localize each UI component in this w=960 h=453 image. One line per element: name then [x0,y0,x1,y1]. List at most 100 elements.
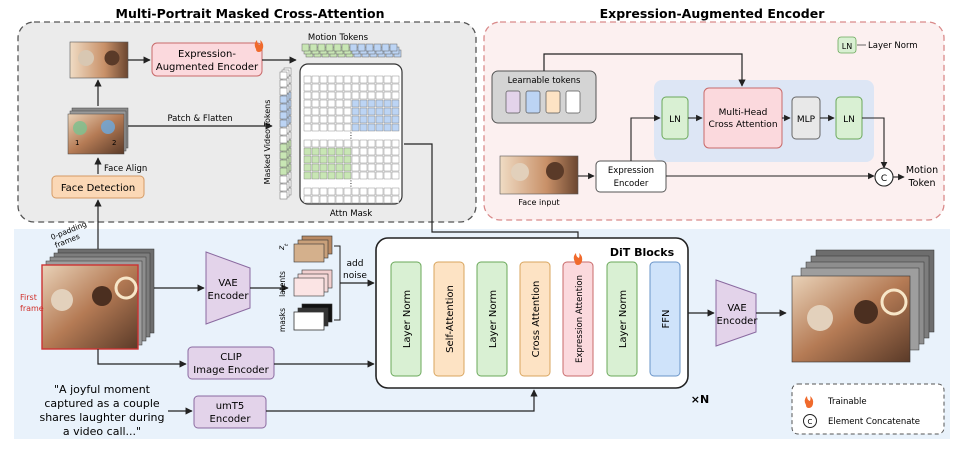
ln-legend-box: LN [842,42,852,51]
attn-cell [335,83,344,92]
attn-cell [343,171,352,180]
learnable-tokens-label: Learnable tokens [508,76,581,86]
attn-cell [351,187,360,196]
attn-cell [351,115,360,124]
trainable-flame-icon [254,40,264,52]
attn-cell [311,99,320,108]
attn-cell [375,147,384,156]
attn-cell [303,187,312,196]
dit-block-label-5: Layer Norm [618,290,629,348]
attn-cell [335,107,344,116]
attn-cell [375,155,384,164]
attn-cell [303,91,312,100]
attn-cell [319,139,328,148]
attn-cell [311,171,320,180]
attn-cell [375,139,384,148]
attn-cell [351,163,360,172]
dit-block-label-3: Cross Attention [531,281,542,358]
attn-cell [391,139,400,148]
attn-cell [375,195,384,204]
latents-stack [293,269,333,297]
attn-cell [319,83,328,92]
attn-cell [303,195,312,204]
mpmca-title: Multi-Portrait Masked Cross-Attention [116,6,385,21]
patch-flatten-label: Patch & Flatten [167,114,232,124]
zt-stack [293,235,333,263]
attn-cell [351,91,360,100]
video-token-cell [279,95,288,104]
attn-cell [303,155,312,164]
concat-node: C [874,167,894,187]
motion-token-cell [381,43,390,52]
attn-cell [367,123,376,132]
eae-box-line2: Augmented Encoder [156,62,259,73]
attn-cell [303,107,312,116]
attn-mask-label: Attn Mask [330,209,372,219]
attn-cell [391,99,400,108]
attn-cell [335,187,344,196]
attn-cell [327,83,336,92]
clip-line2: Image Encoder [193,365,269,376]
arrow-learnable-to-mhca [543,53,746,87]
zt-label: z [277,245,286,251]
masked-video-tokens-label: Masked Video Tokens [263,100,272,185]
attn-cell [383,107,392,116]
attn-cell [391,83,400,92]
attn-cell [311,115,320,124]
dit-block-3 [519,261,551,377]
attn-cell [311,155,320,164]
attn-cell [351,83,360,92]
attn-cell [391,75,400,84]
attn-cell [335,75,344,84]
motion-token-cell [349,43,358,52]
attn-cell [351,147,360,156]
mhca-box: Multi-Head Cross Attention [703,87,783,149]
clip-line1: CLIP [220,352,242,363]
text-prompt: "A joyful moment captured as a couple sh… [39,383,164,438]
attn-cell [303,123,312,132]
attn-cell [343,115,352,124]
attn-cell [343,91,352,100]
attn-cell [319,107,328,116]
video-token-cell [279,175,288,184]
attn-cell [335,147,344,156]
dit-block-label-6: FFN [661,310,672,329]
attn-cell [327,195,336,204]
attn-cell [367,107,376,116]
attn-cell [391,195,400,204]
attn-cell [375,83,384,92]
concat-symbol: C [881,174,887,184]
mhca-line1: Multi-Head [719,108,768,118]
attn-cell [343,147,352,156]
attn-cell [367,155,376,164]
attn-cell [359,115,368,124]
legend-trainable: Trainable [827,397,867,407]
attn-cell [319,155,328,164]
attn-cell [327,123,336,132]
mlp-box: MLP [791,96,821,140]
expression-encoder-line1: Expression [608,166,654,176]
attn-cell [375,187,384,196]
prompt-line1: "A joyful moment [54,383,151,396]
masks-stack [293,303,333,331]
attn-cell [383,187,392,196]
attn-cell [367,187,376,196]
attn-cell [311,123,320,132]
eae-title: Expression-Augmented Encoder [600,6,826,21]
latents-label: latents [278,271,287,297]
attn-cell [319,171,328,180]
attn-cell [343,139,352,148]
video-token-cell [279,191,288,200]
face-input-image [499,155,579,195]
dit-block-0 [390,261,422,377]
attn-cell [367,91,376,100]
attn-cell [391,171,400,180]
arrow-frame-to-clip [97,349,187,368]
attn-cell [391,123,400,132]
attn-cell [383,99,392,108]
attn-cell [359,123,368,132]
motion-token-cell [325,43,334,52]
attn-cell [367,195,376,204]
face-id-2: 2 [112,139,116,147]
attn-cell [327,155,336,164]
